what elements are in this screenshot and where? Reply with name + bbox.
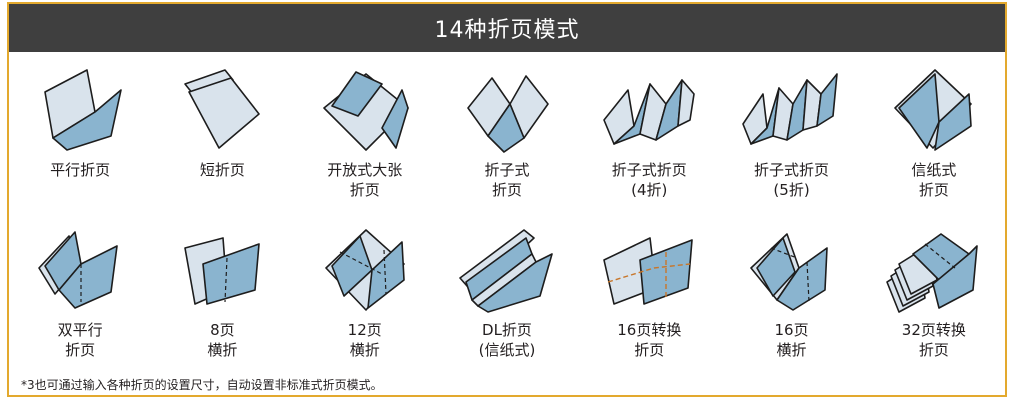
fold-item: 8页 横折 <box>151 224 293 382</box>
16-page-conversion-fold-icon <box>603 237 694 305</box>
fold-modes-panel: 14种折页模式 平行折页 短折页 开放式大张 折页 <box>7 2 1007 397</box>
fold-label: 32页转换 折页 <box>901 321 966 359</box>
fold-item: 32页转换 折页 <box>863 224 1005 382</box>
fold-label: 短折页 <box>199 161 245 179</box>
fold-item: 折子式 折页 <box>436 64 578 222</box>
footnote: *3也可通过输入各种折页的设置尺寸，自动设置非标准式折页模式。 <box>21 378 383 392</box>
fold-label: 信纸式 折页 <box>911 161 957 199</box>
fold-grid-row-2: 双平行 折页 8页 横折 12页 横折 <box>9 224 1005 382</box>
fold-label: 平行折页 <box>50 161 111 179</box>
fold-item: 12页 横折 <box>294 224 436 382</box>
fold-item: 双平行 折页 <box>9 224 151 382</box>
fold-item: 信纸式 折页 <box>863 64 1005 222</box>
12-page-cross-fold-icon <box>324 229 405 311</box>
fold-item: DL折页 (信纸式) <box>436 224 578 382</box>
letter-fold-icon <box>894 69 972 151</box>
fold-item: 16页转换 折页 <box>578 224 720 382</box>
panel-title: 14种折页模式 <box>9 4 1005 52</box>
fold-grid-row-1: 平行折页 短折页 开放式大张 折页 折子式 折 <box>9 64 1005 222</box>
accordion-5-fold-icon <box>741 73 838 145</box>
fold-label: 16页转换 折页 <box>617 321 682 359</box>
short-fold-icon <box>184 69 261 149</box>
fold-item: 开放式大张 折页 <box>294 64 436 222</box>
fold-item: 16页 横折 <box>720 224 862 382</box>
fold-label: 12页 横折 <box>347 321 382 359</box>
fold-label: DL折页 (信纸式) <box>478 321 536 359</box>
accordion-4-fold-icon <box>603 79 696 145</box>
double-parallel-fold-icon <box>38 231 118 309</box>
accordion-fold-icon <box>467 75 549 153</box>
fold-item: 短折页 <box>151 64 293 222</box>
fold-item: 折子式折页 (5折) <box>720 64 862 222</box>
open-gate-fold-icon <box>322 71 409 151</box>
fold-label: 16页 横折 <box>774 321 809 359</box>
fold-label: 8页 横折 <box>207 321 238 359</box>
32-page-conversion-fold-icon <box>886 233 978 313</box>
fold-label: 双平行 折页 <box>57 321 103 359</box>
fold-label: 折子式折页 (4折) <box>611 161 687 199</box>
fold-item: 平行折页 <box>9 64 151 222</box>
fold-label: 折子式 折页 <box>484 161 530 199</box>
dl-letter-fold-icon <box>459 229 553 313</box>
fold-label: 折子式折页 (5折) <box>754 161 830 199</box>
fold-label: 开放式大张 折页 <box>327 161 403 199</box>
parallel-fold-icon <box>44 69 122 151</box>
16-page-cross-fold-icon <box>749 233 828 311</box>
fold-item: 折子式折页 (4折) <box>578 64 720 222</box>
8-page-cross-fold-icon <box>184 237 261 305</box>
